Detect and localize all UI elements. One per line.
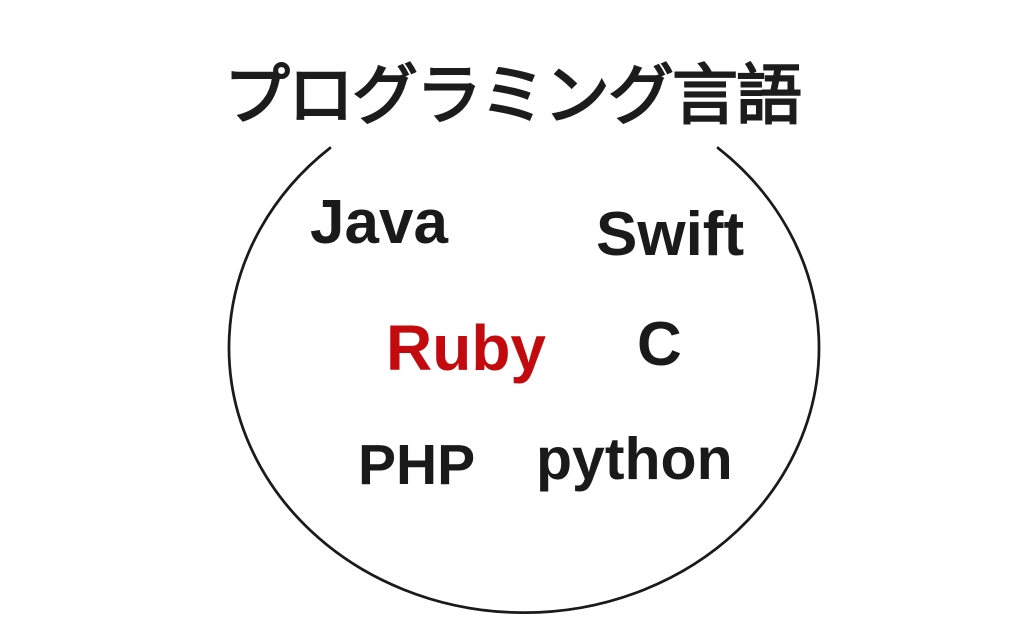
diagram-title: プログラミング言語: [224, 58, 802, 132]
language-label-java: Java: [310, 188, 448, 257]
language-label-swift: Swift: [596, 200, 745, 269]
language-label-c: C: [637, 310, 682, 379]
language-label-ruby: Ruby: [386, 312, 546, 384]
language-label-php: PHP: [358, 433, 476, 497]
language-label-python: python: [536, 426, 733, 492]
set-circle-arc: [227, 146, 821, 615]
